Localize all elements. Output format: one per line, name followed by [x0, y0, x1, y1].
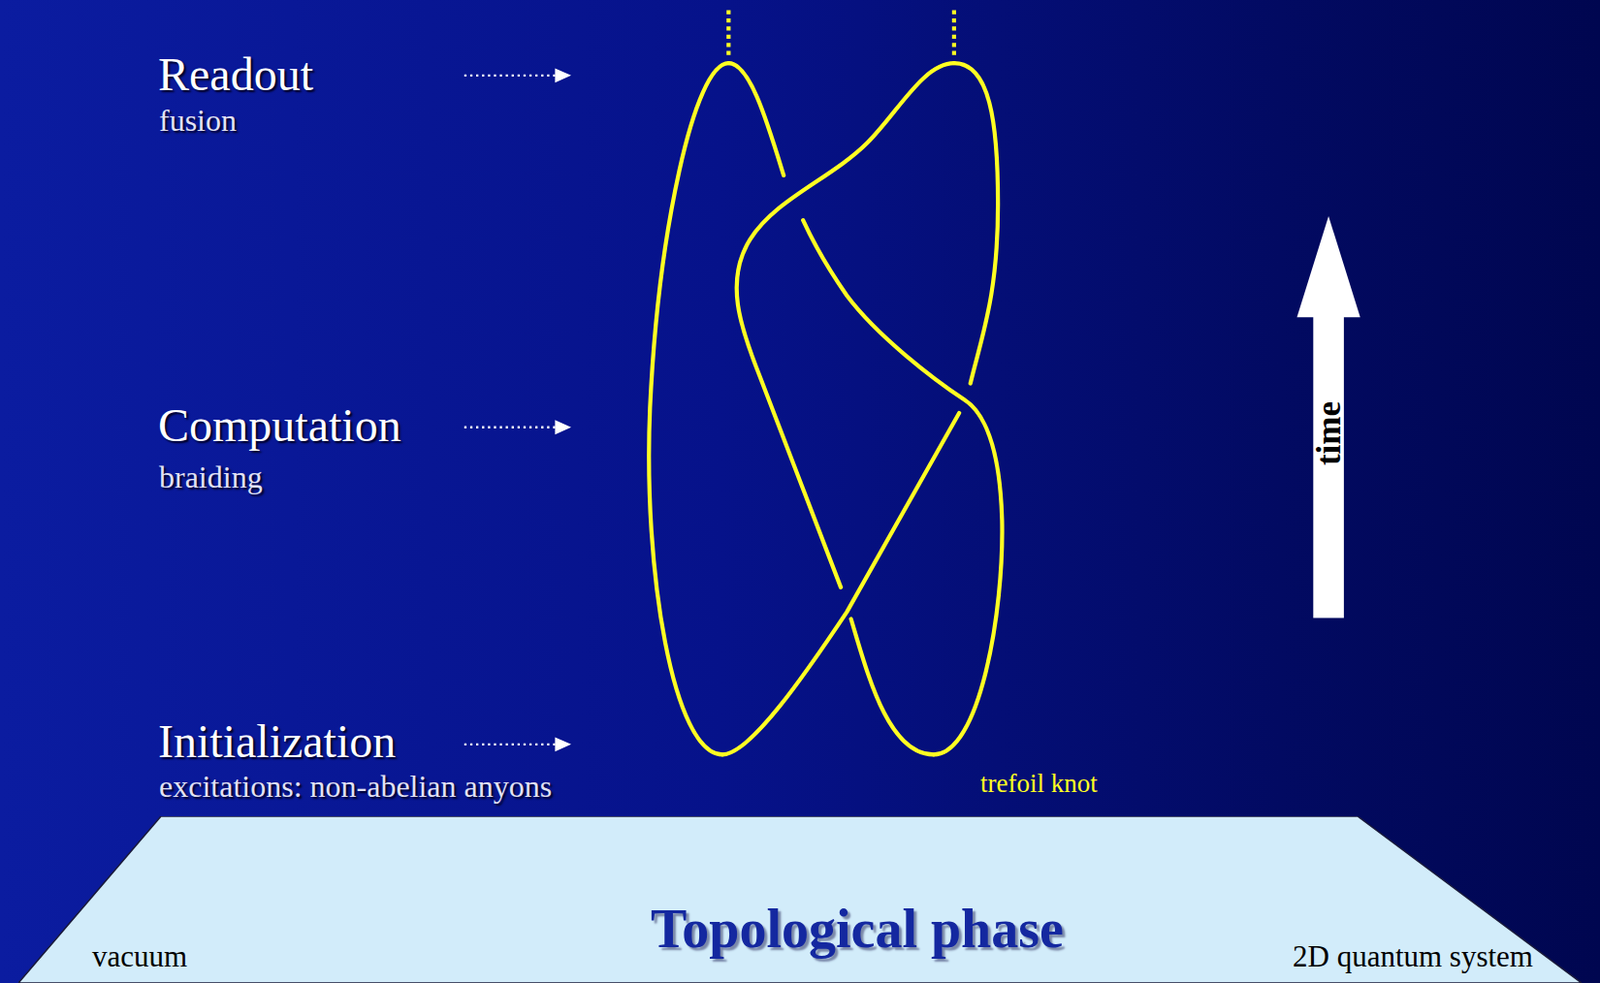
arrow-shaft [1312, 315, 1344, 618]
worldline-dotted [952, 10, 957, 58]
knot-caption: trefoil knot [980, 770, 1098, 798]
trefoil-knot [648, 10, 1002, 756]
arrow-head [1296, 216, 1360, 318]
knot-strand [802, 220, 1002, 755]
knot-strand [851, 618, 934, 755]
phase-plane: Topological phase vacuum 2D quantum system [18, 816, 1582, 983]
stage-subtitle: excitations: non-abelian anyons [159, 770, 552, 802]
stage-subtitle: braiding [159, 461, 263, 493]
worldline-dotted [726, 10, 731, 58]
stage-title: Computation [158, 402, 402, 449]
knot-strand [648, 63, 729, 755]
time-arrow [1296, 216, 1360, 618]
dotted-arrow [464, 74, 570, 77]
knot-strand [728, 63, 784, 176]
region-label: 2D quantum system [1292, 941, 1534, 972]
dotted-pointers [464, 75, 570, 745]
region-label: vacuum [92, 941, 188, 972]
trapezoid-shape [18, 816, 1582, 983]
phase-title: Topological phase [650, 901, 1064, 957]
dotted-arrow [464, 743, 570, 746]
dotted-arrow [464, 426, 570, 429]
axis-label: time [1312, 401, 1346, 466]
stage-title: Readout [158, 51, 314, 98]
knot-strand [954, 63, 998, 384]
knot-strand [736, 63, 955, 588]
stage-subtitle: fusion [159, 104, 237, 136]
stage-title: Initialization [158, 718, 396, 766]
